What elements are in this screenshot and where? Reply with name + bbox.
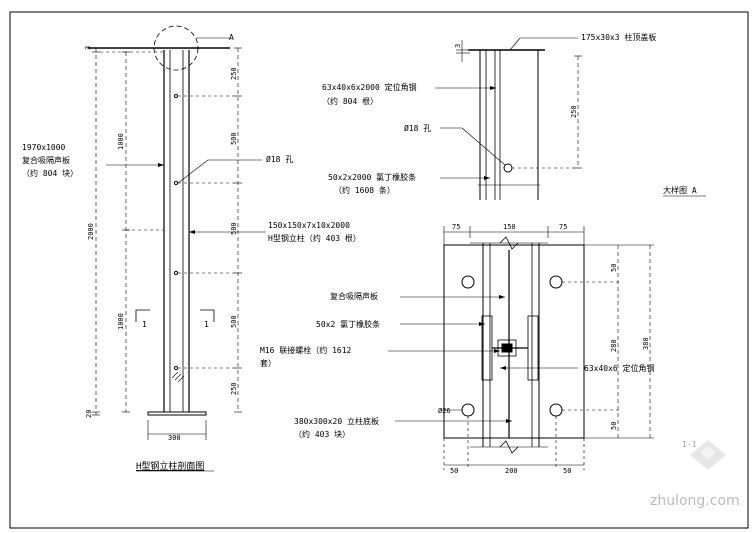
detail-dim-250: 250 [570,105,578,118]
drawing-frame [9,11,749,529]
panel-qty-label: （约 804 块） [22,168,78,178]
rubber-strip-label-2: （约 1608 条） [334,185,395,195]
dim-1000-bottom: 1000 [117,313,125,330]
dim-250-top: 250 [230,67,238,80]
column-size-label: 150x150x7x10x2000 [268,221,350,230]
plan-dim-top-150: 150 [503,223,516,231]
plan-rubber-label: 50x2 氯丁橡胶条 [316,319,380,329]
watermark-logo [690,440,726,470]
bolt-label-2: 套） [260,358,276,368]
dim-250-bottom: 250 [230,382,238,395]
base-plate-label-2: （约 403 块） [294,429,350,439]
plan-dim-top-75-right: 75 [559,223,567,231]
hole-leader [177,159,209,184]
plan-dim-380: 380 [642,337,650,350]
plan-dim-top-75-left: 75 [452,223,460,231]
plan-dim-right-280: 280 [610,339,618,352]
detail-a-circle [153,25,199,71]
cut-mark-left: 1 [142,320,147,329]
plan-panel-label: 复合吸隔声板 [330,291,378,301]
plan-dim-right-50-bottom: 50 [610,422,618,430]
panel-name-label: 复合吸隔声板 [22,155,70,165]
dim-300: 300 [168,434,181,442]
bolt-label-1: M16 联接螺栓（约 1612 [260,345,352,355]
angle-steel-label-2: （约 804 根） [322,96,378,106]
plan-angle-label: 63x40x6 定位角钢 [584,363,655,373]
plan-dim-right-50-top: 50 [610,264,618,272]
watermark-text: zhulong.com [650,493,740,509]
watermark-stamp: 1-1 [682,440,697,449]
plan-dim-bottom-50-right: 50 [563,467,571,475]
hole-dia-label: Ø26 [438,407,451,415]
cap-plate-label: 175x30x3 柱顶盖板 [581,32,656,42]
dim-1000-top: 1000 [117,133,125,150]
detail-dim-3: 3 [454,44,462,48]
base-plate-label-1: 380x300x20 立柱底板 [294,416,379,426]
column-section-view [88,25,242,440]
dim-500-c: 500 [230,315,238,328]
dim-20: 20 [85,410,93,418]
cut-mark-right: 1 [204,320,209,329]
angle-steel-label-1: 63x40x6x2000 定位角钢 [322,82,417,92]
section-mark-a: A [229,33,234,42]
detail-hole-label: Ø18 孔 [404,123,431,133]
detail-a-title: 大样图 A [663,185,697,195]
dim-500-b: 500 [230,222,238,235]
detail-a-view [435,37,582,200]
rubber-strip-label-1: 50x2x2000 氯丁橡胶条 [328,172,416,182]
dim-2000: 2000 [87,223,95,240]
column-name-label: H型钢立柱（约 403 根） [268,233,361,243]
dim-3: 3 [84,46,92,50]
dim-500-a: 500 [230,132,238,145]
plan-dim-bottom-50-left: 50 [450,467,458,475]
plan-dim-bottom-200: 200 [505,467,518,475]
base-plate-plan-view [388,226,654,470]
panel-size-label: 1970x1000 [22,143,66,152]
column-section-title: H型钢立柱剖面图 [136,460,204,472]
hole-label: Ø18 孔 [266,154,293,164]
